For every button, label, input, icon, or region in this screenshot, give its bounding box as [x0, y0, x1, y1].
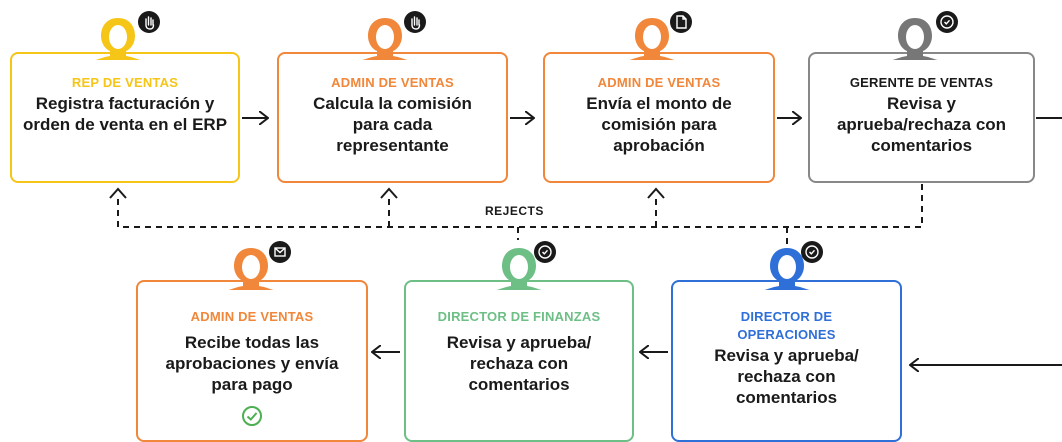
node-text: Recibe todas las aprobaciones y envía pa… — [165, 333, 339, 394]
document-icon — [670, 11, 692, 33]
person-avatar-icon — [496, 248, 542, 290]
node-role: GERENTE DE VENTAS — [849, 75, 994, 90]
node-role: ADMIN DE VENTAS — [597, 75, 721, 90]
node-director-finanzas: DIRECTOR DE FINANZAS Revisa y aprueba/ r… — [404, 280, 634, 442]
mail-icon — [269, 241, 291, 263]
hand-icon — [138, 11, 160, 33]
node-text: Registra facturación y orden de venta en… — [22, 94, 228, 134]
node-admin-ventas-2: ADMIN DE VENTAS Envía el monto de comisi… — [543, 52, 775, 183]
node-rep-ventas: REP DE VENTAS Registra facturación y ord… — [10, 52, 240, 183]
person-avatar-icon — [764, 248, 810, 290]
person-avatar-icon — [228, 248, 274, 290]
node-role: REP DE VENTAS — [71, 75, 179, 90]
node-director-operaciones: DIRECTOR DE OPERACIONES Revisa y aprueba… — [671, 280, 902, 442]
node-text: Revisa y aprueba/ rechaza con comentario… — [446, 333, 592, 394]
node-role: DIRECTOR DE FINANZAS — [437, 309, 601, 324]
check-circle-icon — [242, 406, 262, 426]
rejects-label: REJECTS — [485, 204, 544, 218]
person-avatar-icon — [362, 18, 408, 60]
rejects-lines — [117, 184, 923, 252]
node-text: Revisa y aprueba/ rechaza con comentario… — [714, 346, 859, 407]
person-avatar-icon — [95, 18, 141, 60]
node-role: ADMIN DE VENTAS — [331, 75, 454, 90]
person-avatar-icon — [629, 18, 675, 60]
check-badge-icon — [534, 241, 556, 263]
node-role: DIRECTOR DE OPERACIONES — [737, 309, 836, 342]
node-role: ADMIN DE VENTAS — [190, 309, 314, 324]
node-text: Envía el monto de comisión para aprobaci… — [586, 94, 732, 155]
node-text: Calcula la comisión para cada representa… — [313, 94, 472, 155]
check-badge-icon — [801, 241, 823, 263]
node-admin-ventas-1: ADMIN DE VENTAS Calcula la comisión para… — [277, 52, 508, 183]
hand-icon — [404, 11, 426, 33]
node-admin-ventas-final: ADMIN DE VENTAS Recibe todas las aprobac… — [136, 280, 368, 442]
person-avatar-icon — [892, 18, 938, 60]
check-badge-icon — [936, 11, 958, 33]
node-gerente-ventas: GERENTE DE VENTAS Revisa y aprueba/recha… — [808, 52, 1035, 183]
node-text: Revisa y aprueba/rechaza con comentarios — [836, 94, 1007, 155]
